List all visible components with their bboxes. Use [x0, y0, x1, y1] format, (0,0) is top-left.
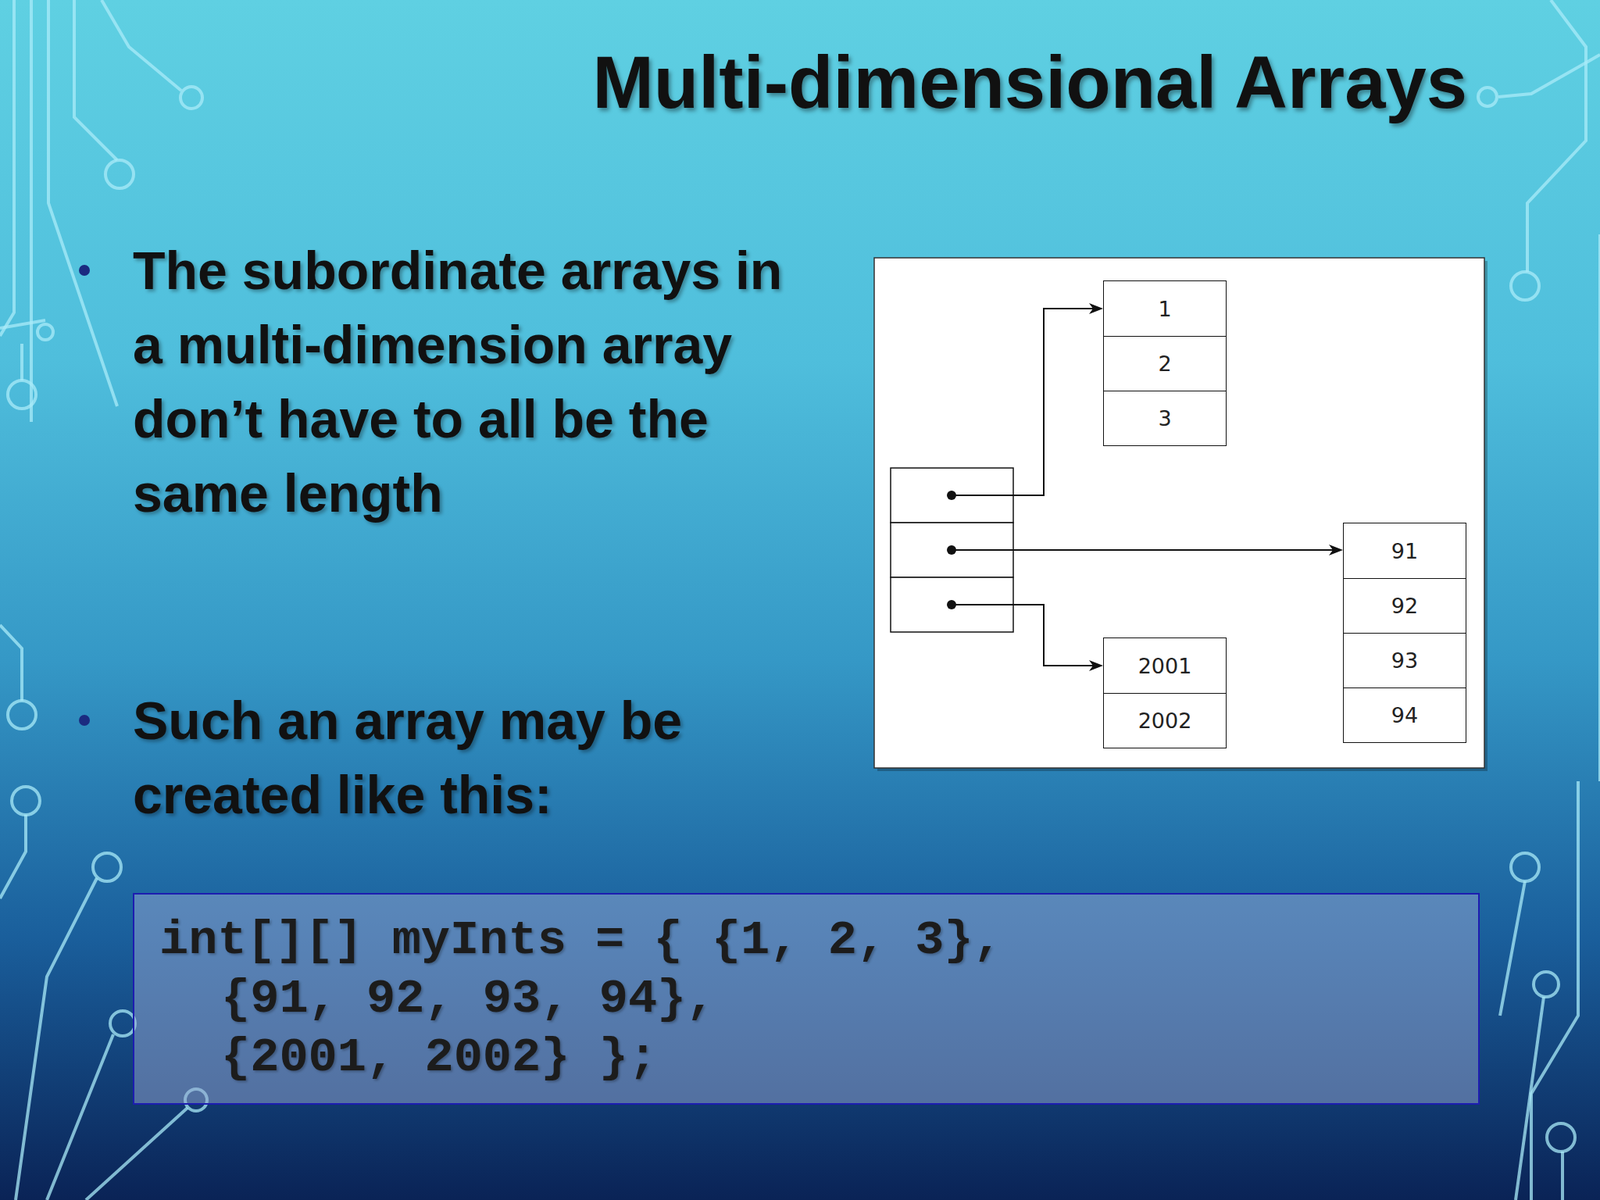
array-value: 1: [1157, 296, 1172, 322]
int-array: 91 92 93 94: [1342, 522, 1467, 743]
array-cell: 93: [1343, 632, 1466, 688]
array-value: 3: [1157, 406, 1172, 431]
arrow-head: [1089, 303, 1104, 315]
array-value: 93: [1391, 648, 1418, 673]
array-cell: 94: [1343, 687, 1466, 743]
bullet-dot: [78, 714, 90, 726]
array-value: 2002: [1138, 708, 1193, 733]
array-value: 94: [1391, 703, 1418, 728]
array-cell: 91: [1343, 523, 1466, 579]
array-cell: 92: [1343, 578, 1466, 633]
array-cell: 2: [1103, 335, 1226, 391]
code-text: {2001, 2002} };: [221, 1029, 658, 1086]
array-value: 91: [1391, 539, 1418, 564]
int-array: 1 2 3: [1103, 280, 1227, 447]
array-cell: 3: [1103, 390, 1226, 446]
code-text: int[][] myInts = { {1, 2, 3},: [159, 912, 1003, 968]
array-value: 2: [1157, 351, 1172, 376]
array-cell: 1: [1103, 281, 1226, 336]
arrow-head: [1328, 544, 1343, 556]
array-cell: 2002: [1103, 692, 1226, 748]
array-value: 92: [1391, 593, 1418, 618]
int-array: 2001 2002: [1103, 637, 1227, 749]
bullet-text: The subordinate arrays in a multi-dimens…: [132, 233, 797, 531]
slide-title: Multi-dimensional Arrays: [592, 40, 1468, 125]
pointer-line: [951, 549, 1334, 551]
bullet-dot: [78, 264, 90, 276]
pointer-line: [951, 308, 1094, 496]
code-text: {91, 92, 93, 94},: [221, 971, 716, 1027]
code-line: {91, 92, 93, 94},: [134, 969, 1479, 1029]
code-box: int[][] myInts = { {1, 2, 3},{91, 92, 93…: [132, 892, 1480, 1105]
diagram-frame: [874, 257, 1485, 768]
array-value: 2001: [1138, 653, 1193, 679]
array-cell: 2001: [1103, 638, 1226, 693]
code-line: int[][] myInts = { {1, 2, 3},: [134, 910, 1479, 970]
pointer-line: [951, 604, 1094, 666]
arrow-head: [1089, 660, 1104, 672]
code-line: {2001, 2002} };: [134, 1028, 1479, 1087]
bullet-text: Such an array may be created like this:: [132, 683, 797, 833]
